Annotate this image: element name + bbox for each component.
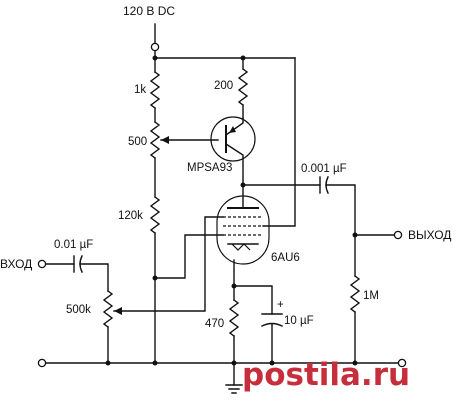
resistor-1k <box>149 71 161 109</box>
ground-terminal-right[interactable] <box>397 358 407 368</box>
transistor-mpsa93 <box>210 116 256 186</box>
output-terminal[interactable] <box>393 230 403 240</box>
supply-label: 120 В DC <box>123 4 175 18</box>
label-r2: 120k <box>118 210 143 222</box>
label-r-cathode: 470 <box>205 318 224 330</box>
resistor-1m <box>349 275 361 313</box>
pot-wiper <box>160 136 219 144</box>
potentiometer-500k <box>102 290 114 328</box>
label-pot1: 500 <box>128 136 147 148</box>
ground-rail <box>37 358 407 394</box>
input-label: ВХОД <box>0 257 32 271</box>
label-c-cathode: 10 µF <box>284 315 314 327</box>
supply-rail <box>150 23 296 73</box>
resistor-120k <box>149 196 161 234</box>
label-transistor: MPSA93 <box>187 162 232 174</box>
tube-6au6 <box>216 184 270 265</box>
input-terminal[interactable] <box>37 259 47 269</box>
potentiometer-500 <box>149 121 161 159</box>
output-label: ВЫХОД <box>408 228 451 242</box>
label-c-cathode-polarity: + <box>277 299 284 311</box>
watermark: postila.ru <box>242 357 410 393</box>
ground-symbol <box>225 384 243 394</box>
label-r-emitter: 200 <box>214 80 233 92</box>
ground-terminal-left[interactable] <box>37 358 47 368</box>
label-pot-in: 500k <box>66 304 91 316</box>
resistor-200 <box>237 68 249 106</box>
label-tube: 6AU6 <box>271 252 300 264</box>
label-r1: 1k <box>134 84 146 96</box>
label-c-out: 0.001 µF <box>301 163 347 175</box>
supply-terminal[interactable] <box>150 42 160 52</box>
resistor-470 <box>228 299 240 337</box>
label-c-in: 0.01 µF <box>54 239 93 251</box>
label-r-load: 1M <box>363 290 379 302</box>
